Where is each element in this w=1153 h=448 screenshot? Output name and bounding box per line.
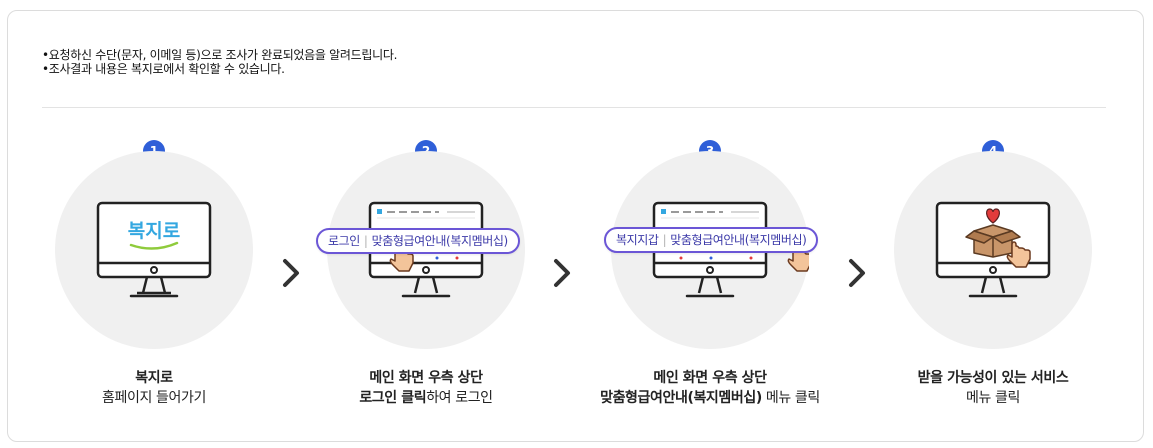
login-link[interactable]: 로그인 (328, 234, 360, 248)
step-illustration (894, 151, 1092, 349)
membership-link[interactable]: 맞춤형급여안내(복지멤버십) (371, 234, 509, 248)
step-caption: 메인 화면 우측 상단 로그인 클릭하여 로그인 (296, 368, 556, 408)
step-illustration: 복지로 (55, 151, 253, 349)
step-title: 복지로 (135, 370, 173, 386)
gift-box-icon (965, 224, 1021, 258)
notice-text: •요청하신 수단(문자, 이메일 등)으로 조사가 완료되었음을 알려드립니다.… (42, 48, 397, 76)
login-menu-pill: 로그인|맞춤형급여안내(복지멤버십) (316, 228, 520, 254)
membership-link[interactable]: 맞춤형급여안내(복지멤버십) (670, 233, 807, 247)
wallet-link[interactable]: 복지지갑 (616, 233, 659, 247)
step-description-rest: 하여 로그인 (426, 390, 493, 406)
notice-line-2: •조사결과 내용은 복지로에서 확인할 수 있습니다. (42, 62, 285, 76)
step-caption: 복지로 홈페이지 들어가기 (24, 368, 284, 408)
chevron-right-icon (849, 259, 865, 287)
step-title: 메인 화면 우측 상단 (653, 370, 767, 386)
step-caption: 받을 가능성이 있는 서비스 메뉴 클릭 (863, 368, 1123, 408)
separator: | (662, 233, 667, 247)
bokjiro-logo: 복지로 (128, 220, 180, 242)
step-emphasis: 맞춤형급여안내(복지멤버십) (600, 390, 762, 406)
notice-line-1: •요청하신 수단(문자, 이메일 등)으로 조사가 완료되었음을 알려드립니다. (42, 48, 398, 62)
step-description: 맞춤형급여안내(복지멤버십) 메뉴 클릭 (580, 388, 840, 408)
chevron-right-icon (283, 259, 299, 287)
membership-menu-pill: 복지지갑|맞춤형급여안내(복지멤버십) (604, 227, 819, 253)
step-description: 메뉴 클릭 (966, 390, 1020, 406)
step-description: 로그인 클릭하여 로그인 (296, 388, 556, 408)
step-emphasis: 로그인 클릭 (359, 390, 427, 406)
pointing-hand-icon (1006, 241, 1031, 268)
chevron-right-icon (554, 259, 570, 287)
separator: | (363, 234, 368, 248)
step-title: 받을 가능성이 있는 서비스 (917, 370, 1069, 386)
divider (42, 107, 1106, 108)
step-caption: 메인 화면 우측 상단 맞춤형급여안내(복지멤버십) 메뉴 클릭 (580, 368, 840, 408)
step-description: 홈페이지 들어가기 (102, 390, 206, 406)
step-description-rest: 메뉴 클릭 (761, 390, 820, 406)
monitor-icon (935, 201, 1051, 298)
heart-icon (986, 208, 1000, 224)
step-title: 메인 화면 우측 상단 (369, 370, 483, 386)
monitor-icon: 복지로 (96, 201, 212, 298)
